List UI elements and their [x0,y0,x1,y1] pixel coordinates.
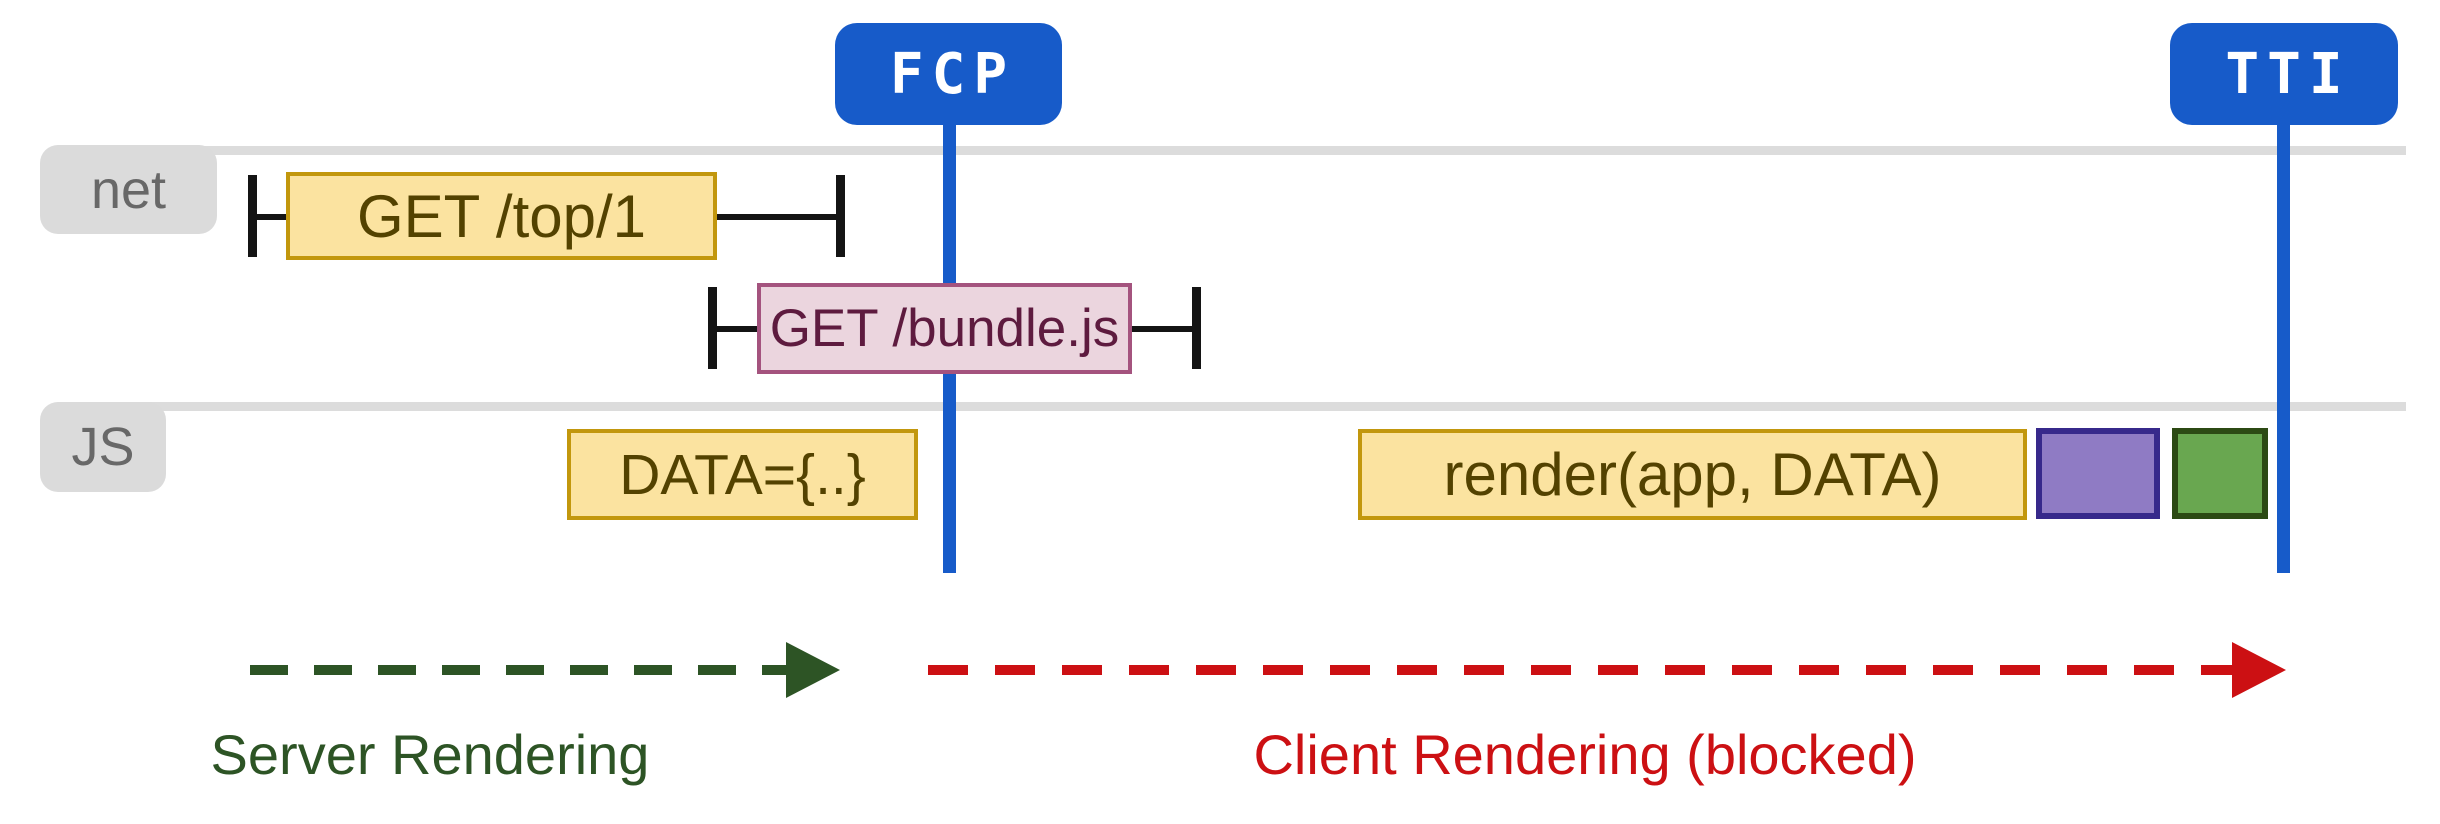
lane-label-js: JS [40,402,166,492]
js-task-purple-block [2036,428,2160,519]
request-bundle-end-cap [1192,287,1201,369]
js-task-green-block [2172,428,2268,519]
server-rendering-label: Server Rendering [210,723,650,786]
fcp-badge: FCP [835,23,1062,125]
net-lane-track [148,146,2406,155]
request-bundle-right-whisker [1130,326,1196,332]
js-task-render: render(app, DATA) [1358,429,2027,520]
client-rendering-label: Client Rendering (blocked) [1253,723,1917,786]
tti-marker-line [2277,123,2290,573]
request-bundle-left-whisker [710,326,760,332]
request-top-end-cap [836,175,845,257]
js-task-data: DATA={..} [567,429,918,520]
tti-badge: TTI [2170,23,2398,125]
request-box-get-bundle: GET /bundle.js [757,283,1132,374]
request-top-left-whisker [250,214,290,220]
lane-label-net: net [40,145,217,234]
request-top-right-whisker [715,214,840,220]
server-rendering-arrowhead-icon [786,642,840,698]
client-rendering-arrowhead-icon [2232,642,2286,698]
request-box-get-top: GET /top/1 [286,172,717,260]
js-lane-track [148,402,2406,411]
